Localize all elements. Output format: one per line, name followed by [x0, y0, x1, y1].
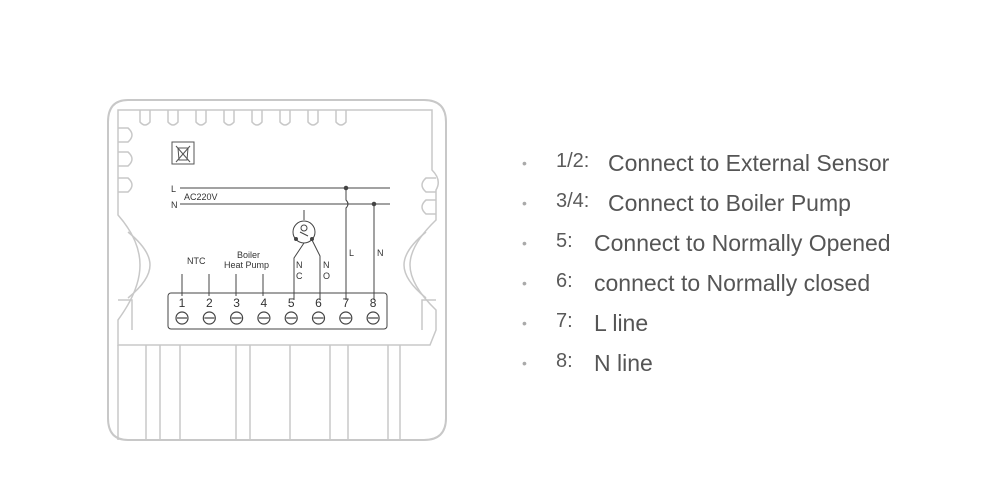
legend-description: N line — [594, 350, 653, 376]
label-l: L — [171, 184, 176, 194]
label-no-1: N — [323, 260, 330, 270]
terminal-number: 7 — [342, 296, 349, 310]
terminal-number: 2 — [206, 296, 213, 310]
device-leads — [181, 274, 264, 296]
bullet: • — [522, 235, 527, 251]
legend-terminal: 8: — [556, 350, 573, 372]
label-right-l: L — [349, 248, 354, 258]
legend-terminal: 5: — [556, 230, 573, 252]
terminal-number: 6 — [315, 296, 322, 310]
bullet: • — [522, 315, 527, 331]
terminal-number: 3 — [233, 296, 240, 310]
legend-description: L line — [594, 310, 649, 336]
screw-terminal-icon — [311, 311, 326, 325]
terminal-number: 1 — [179, 296, 186, 310]
legend-description: Connect to Boiler Pump — [608, 190, 851, 216]
legend-terminal: 3/4: — [556, 190, 590, 212]
legend-description: Connect to External Sensor — [608, 150, 890, 176]
screw-terminal-icon — [366, 311, 380, 325]
terminal-number: 5 — [288, 296, 295, 310]
bullet: • — [522, 155, 527, 171]
label-ac220v: AC220V — [184, 192, 218, 202]
label-ntc: NTC — [187, 256, 206, 266]
screw-terminal-icon — [284, 311, 298, 325]
legend-terminal: 1/2: — [556, 150, 590, 172]
terminal-block — [167, 292, 388, 330]
screw-terminal-icon — [339, 311, 353, 325]
relay-coil-icon — [292, 220, 321, 300]
legend-description: Connect to Normally Opened — [594, 230, 891, 256]
bullet: • — [522, 275, 527, 291]
terminal-number: 4 — [261, 296, 268, 310]
bullet: • — [522, 195, 527, 211]
label-no-2: O — [323, 271, 330, 281]
screw-terminal-icon — [202, 311, 216, 325]
legend-terminal: 6: — [556, 270, 573, 292]
label-heat-pump: Heat Pump — [224, 260, 269, 270]
label-right-n: N — [377, 248, 384, 258]
device-housing — [107, 99, 447, 441]
legend-description: connect to Normally closed — [594, 270, 871, 296]
screw-terminal-icon — [230, 311, 244, 325]
screw-terminal-icon — [175, 311, 189, 325]
label-nc-1: N — [296, 260, 303, 270]
label-boiler: Boiler — [237, 250, 260, 260]
label-n: N — [171, 200, 178, 210]
terminal-number: 8 — [370, 296, 377, 310]
bullet: • — [522, 355, 527, 371]
supply-wires — [180, 185, 390, 300]
legend-terminal: 7: — [556, 310, 573, 332]
weee-bin-icon — [171, 141, 195, 165]
label-nc-2: C — [296, 271, 303, 281]
screw-terminal-icon — [257, 311, 271, 325]
